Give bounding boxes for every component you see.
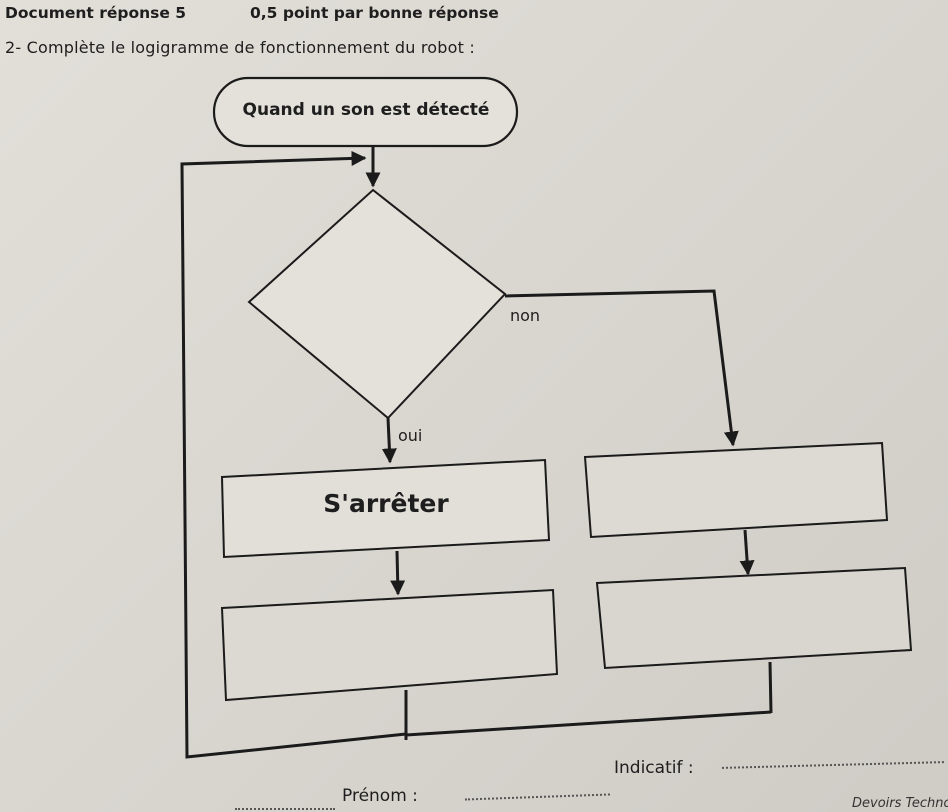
- branch-yes-label: oui: [398, 426, 423, 445]
- merge-line-no: [768, 661, 773, 714]
- prenom-label: Prénom :: [342, 786, 418, 806]
- arrow-no1-to-no2: [739, 529, 755, 576]
- branch-no-label: non: [510, 306, 541, 325]
- merge-line-bottom: [405, 710, 772, 737]
- box-no-action-2: [595, 566, 913, 670]
- document-title: Document réponse 5: [5, 4, 187, 22]
- box-yes-action-1: [220, 458, 551, 559]
- box-yes-action-2: [220, 588, 559, 702]
- arrow-no-branch: [504, 289, 739, 447]
- indicatif-label: Indicatif :: [614, 758, 694, 778]
- arrow-yes-branch: [381, 417, 397, 464]
- yes-action-1-label: S'arrêter: [323, 489, 449, 518]
- box-no-action-1: [583, 441, 889, 539]
- points-note: 0,5 point par bonne réponse: [250, 4, 499, 22]
- start-terminator: [212, 76, 519, 148]
- prenom-dots-left: [235, 808, 335, 810]
- arrow-yes1-to-yes2: [390, 550, 406, 596]
- footer-tag: Devoirs Techno: [852, 796, 948, 811]
- question-text: 2- Complète le logigramme de fonctionnem…: [5, 38, 475, 57]
- start-label: Quand un son est détecté: [242, 100, 490, 120]
- decision-diamond: [247, 188, 507, 420]
- loop-return-line: [180, 150, 407, 759]
